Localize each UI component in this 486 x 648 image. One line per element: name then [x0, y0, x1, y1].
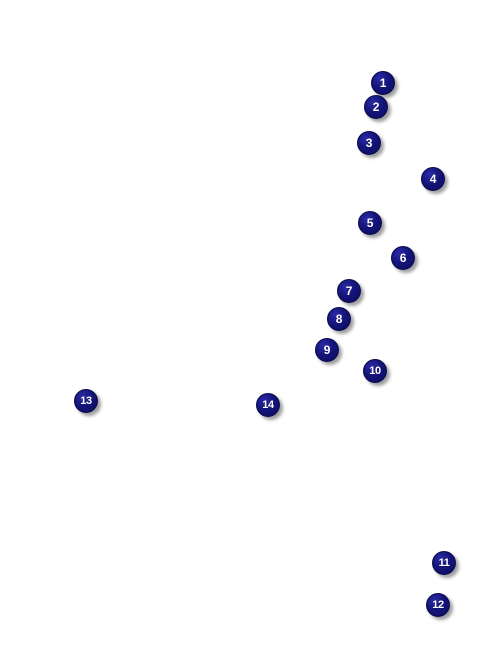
marker-label: 5 — [366, 216, 374, 230]
numbered-marker-8[interactable]: 8 — [327, 307, 351, 331]
numbered-marker-6[interactable]: 6 — [391, 246, 415, 270]
numbered-marker-5[interactable]: 5 — [358, 211, 382, 235]
numbered-marker-11[interactable]: 11 — [432, 551, 456, 575]
marker-label: 9 — [323, 343, 331, 357]
numbered-marker-2[interactable]: 2 — [364, 95, 388, 119]
marker-label: 12 — [432, 598, 444, 611]
numbered-marker-7[interactable]: 7 — [337, 279, 361, 303]
numbered-marker-1[interactable]: 1 — [371, 71, 395, 95]
marker-label: 10 — [369, 364, 381, 377]
numbered-marker-13[interactable]: 13 — [74, 389, 98, 413]
marker-label: 13 — [80, 394, 92, 407]
marker-label: 3 — [365, 136, 373, 150]
marker-label: 1 — [379, 76, 387, 90]
marker-label: 8 — [335, 312, 343, 326]
numbered-marker-9[interactable]: 9 — [315, 338, 339, 362]
marker-label: 14 — [262, 398, 274, 411]
numbered-marker-10[interactable]: 10 — [363, 359, 387, 383]
numbered-marker-4[interactable]: 4 — [421, 167, 445, 191]
marker-label: 11 — [438, 556, 450, 569]
numbered-marker-12[interactable]: 12 — [426, 593, 450, 617]
marker-label: 4 — [429, 172, 437, 186]
numbered-marker-14[interactable]: 14 — [256, 393, 280, 417]
marker-label: 6 — [399, 251, 407, 265]
numbered-marker-3[interactable]: 3 — [357, 131, 381, 155]
marker-label: 7 — [345, 284, 353, 298]
marker-label: 2 — [372, 100, 380, 114]
